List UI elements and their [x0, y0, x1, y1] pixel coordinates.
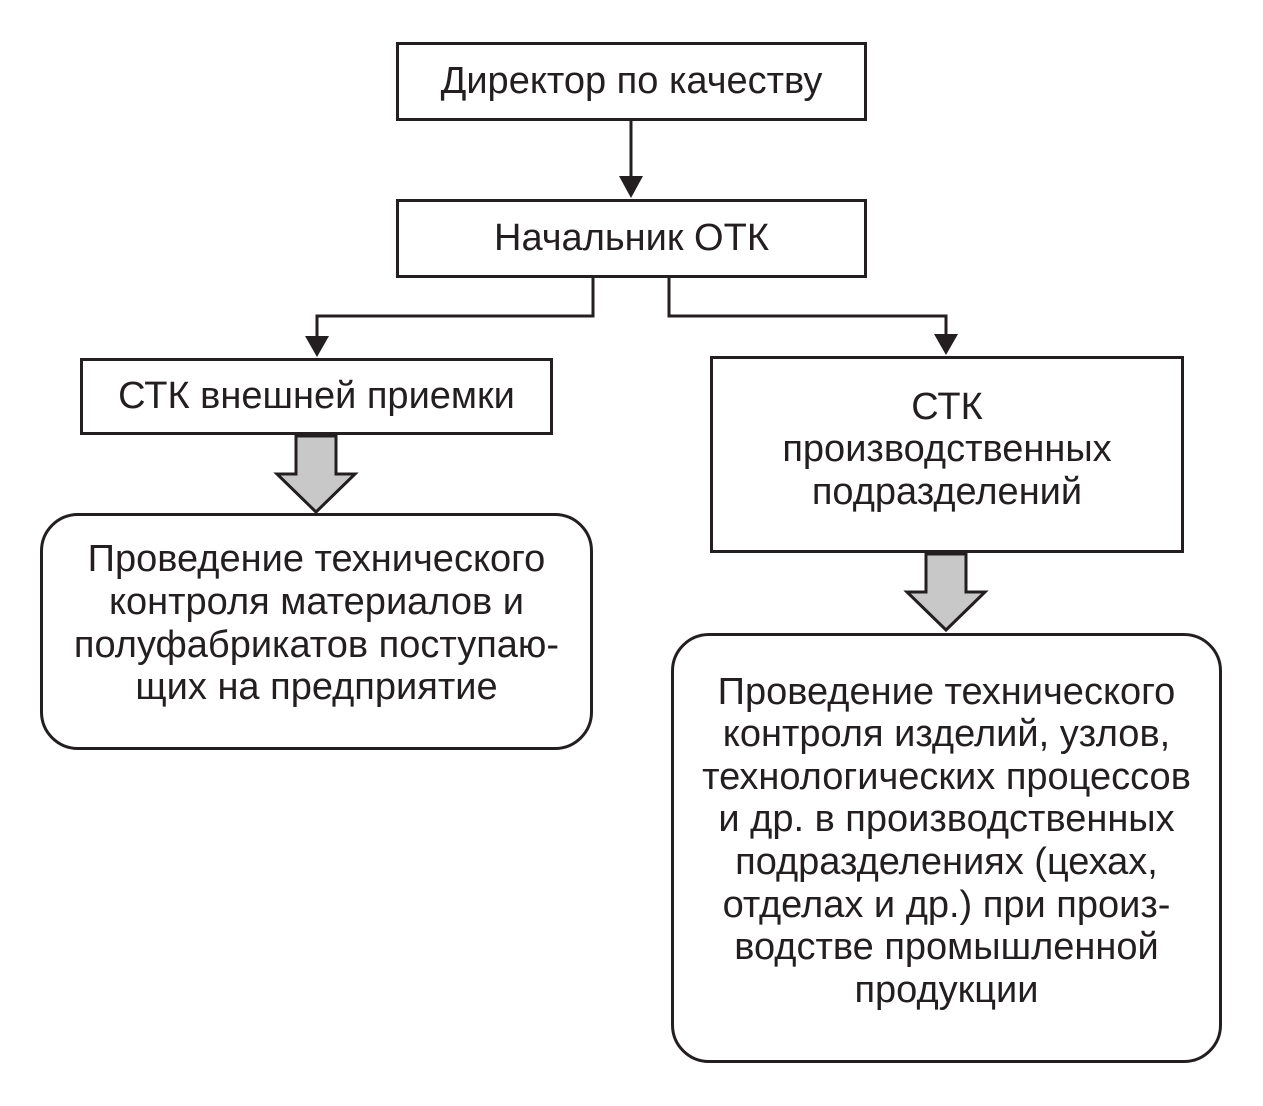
node-stk-production-label: СТК производственных подразделений [782, 385, 1112, 513]
node-head-otk: Начальник ОТК [396, 199, 867, 278]
arrow-head-to-stk-production [667, 278, 958, 355]
node-production-description: Проведение технического контроля изделий… [671, 633, 1222, 1063]
node-stk-external-label: СТК внешней приемки [118, 375, 515, 418]
arrow-head-to-stk-external [305, 278, 595, 357]
node-quality-director-label: Директор по качеству [440, 60, 823, 103]
arrow-director-to-head [619, 121, 643, 198]
node-stk-production: СТК производственных подразделений [710, 356, 1184, 553]
node-external-description: Проведение технического контроля материа… [40, 513, 593, 750]
block-arrow-external [273, 434, 359, 515]
node-external-description-text: Проведение технического контроля материа… [73, 538, 560, 709]
block-arrow-production [903, 552, 989, 633]
node-stk-external: СТК внешней приемки [80, 358, 553, 435]
node-head-otk-label: Начальник ОТК [494, 217, 769, 260]
node-quality-director: Директор по качеству [396, 42, 867, 121]
node-production-description-text: Проведение технического контроля изделий… [702, 670, 1191, 1011]
